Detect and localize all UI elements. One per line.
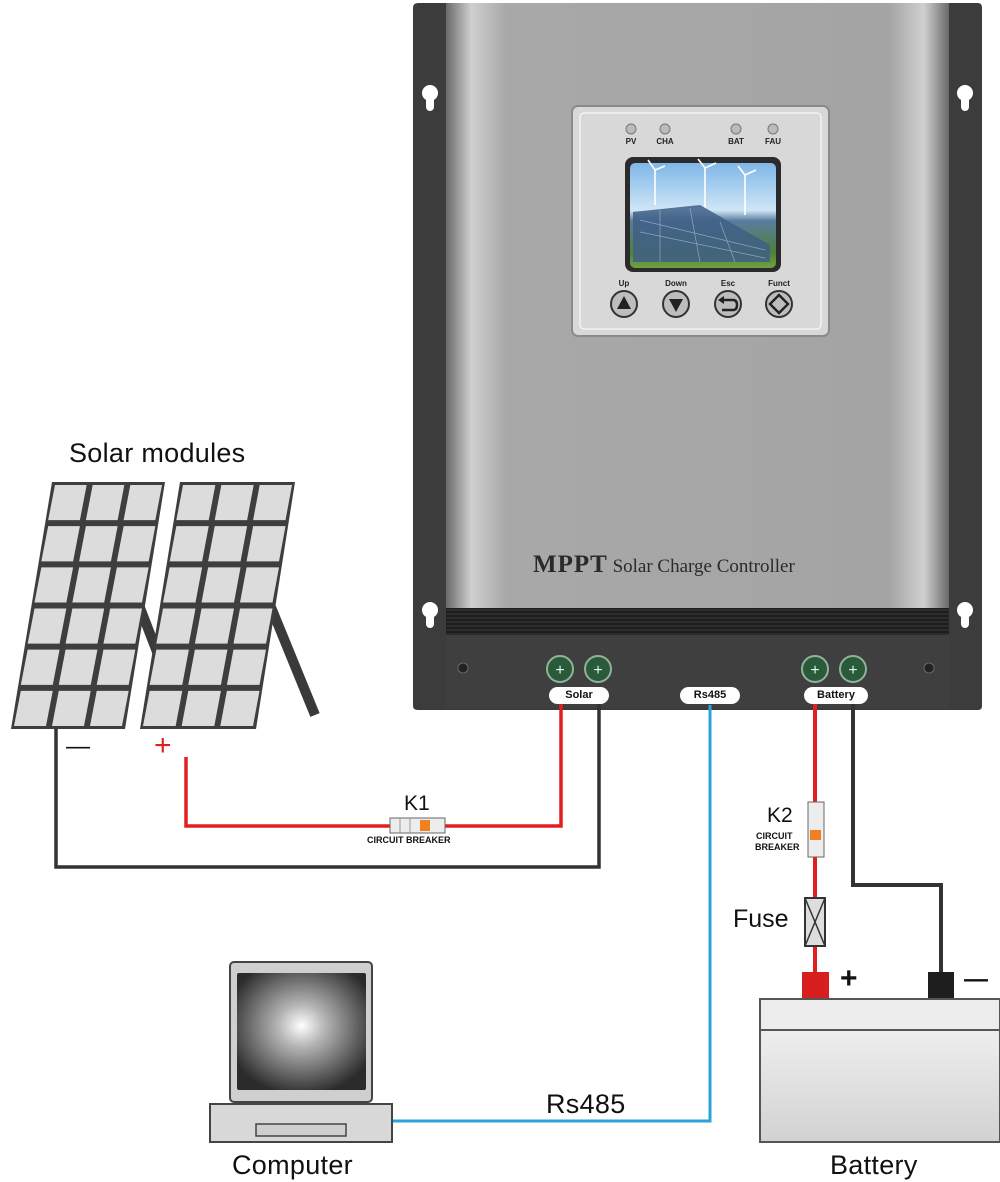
solar-cell bbox=[116, 526, 156, 562]
solar-cell bbox=[220, 690, 260, 726]
svg-text:+: + bbox=[848, 662, 857, 679]
solar-cell bbox=[41, 526, 80, 562]
solar-cell bbox=[65, 608, 105, 644]
led-pv bbox=[625, 123, 637, 135]
solar-cell bbox=[169, 526, 209, 562]
button-label-esc: Esc bbox=[720, 279, 736, 288]
rs485-wire bbox=[393, 705, 712, 1123]
led-label-bat: BAT bbox=[728, 137, 744, 146]
solar-cell bbox=[163, 567, 203, 603]
solar-cell bbox=[201, 567, 241, 603]
down-button[interactable] bbox=[662, 290, 690, 318]
solar-modules-title: Solar modules bbox=[69, 438, 246, 468]
terminal-label-battery: Battery bbox=[804, 687, 868, 704]
solar-cell bbox=[72, 567, 111, 603]
solar-cell bbox=[246, 526, 286, 562]
k1-sublabel: CIRCUIT BREAKER bbox=[367, 835, 451, 845]
solar-cell bbox=[27, 608, 67, 644]
k2-label: K2 bbox=[767, 804, 793, 827]
solar-cell bbox=[214, 485, 254, 521]
solar-cell bbox=[143, 690, 183, 726]
screw-left bbox=[457, 662, 469, 674]
solar-panel-left bbox=[11, 482, 165, 729]
solar-cell bbox=[181, 690, 221, 726]
solar-panel-right bbox=[140, 482, 295, 729]
fuse-label: Fuse bbox=[733, 905, 789, 933]
battery-icon bbox=[759, 972, 1000, 1143]
solar-cell bbox=[188, 649, 228, 685]
battery-plus-sign: + bbox=[840, 962, 858, 995]
rs485-link-label: Rs485 bbox=[546, 1089, 626, 1119]
solar-positive-wire bbox=[184, 700, 563, 828]
charge-controller: + + + + bbox=[413, 3, 982, 710]
vent-grill bbox=[446, 608, 949, 635]
led-label-fau: FAU bbox=[765, 137, 781, 146]
up-button[interactable] bbox=[610, 290, 638, 318]
svg-text:+: + bbox=[810, 662, 819, 679]
button-label-down: Down bbox=[665, 279, 687, 288]
battery-label: Battery bbox=[830, 1150, 918, 1180]
k2-sublabel-1: CIRCUIT bbox=[756, 831, 793, 841]
solar-cell bbox=[103, 608, 142, 644]
solar-cell bbox=[90, 690, 129, 726]
solar-cell bbox=[156, 608, 196, 644]
k1-label: K1 bbox=[404, 792, 430, 815]
computer-icon bbox=[209, 961, 393, 1143]
battery-minus-sign: — bbox=[964, 966, 988, 993]
solar-cell bbox=[58, 649, 98, 685]
k2-sublabel-2: BREAKER bbox=[755, 842, 800, 852]
svg-text:+: + bbox=[593, 662, 602, 679]
led-label-cha: CHA bbox=[656, 137, 674, 146]
battery-negative-wire bbox=[851, 700, 943, 975]
terminal-label-rs485: Rs485 bbox=[680, 687, 740, 704]
solar-cell bbox=[176, 485, 216, 521]
solar-cell bbox=[233, 608, 273, 644]
solar-cell bbox=[14, 690, 53, 726]
terminal-label-solar: Solar bbox=[549, 687, 609, 704]
led-fau bbox=[767, 123, 779, 135]
solar-cell bbox=[48, 485, 87, 521]
solar-cell bbox=[240, 567, 279, 603]
fuse-icon bbox=[804, 897, 826, 947]
k1-circuit-breaker bbox=[389, 817, 446, 834]
led-label-pv: PV bbox=[625, 137, 637, 146]
funct-button[interactable] bbox=[765, 290, 793, 318]
solar-cell bbox=[208, 526, 248, 562]
solar-cell bbox=[253, 485, 292, 521]
solar-cell bbox=[110, 567, 149, 603]
mount-hole-bl bbox=[422, 602, 438, 628]
solar-cell bbox=[194, 608, 234, 644]
svg-text:+: + bbox=[555, 662, 564, 679]
button-label-funct: Funct bbox=[768, 279, 790, 288]
solar-plus-sign: + bbox=[154, 729, 172, 762]
screw-right bbox=[923, 662, 935, 674]
led-cha bbox=[659, 123, 671, 135]
solar-terminals: + + bbox=[546, 655, 612, 683]
solar-cell bbox=[123, 485, 162, 521]
solar-cell bbox=[34, 567, 74, 603]
solar-cell bbox=[20, 649, 60, 685]
screen-picture bbox=[647, 158, 757, 215]
mount-hole-tr bbox=[957, 85, 973, 111]
solar-cell bbox=[52, 690, 91, 726]
k2-circuit-breaker bbox=[807, 801, 825, 858]
solar-cell bbox=[149, 649, 189, 685]
solar-minus-sign: — bbox=[66, 733, 90, 760]
solar-cell bbox=[226, 649, 266, 685]
solar-negative-wire bbox=[54, 700, 601, 869]
panel-stand bbox=[261, 593, 320, 717]
brand-title: MPPT Solar Charge Controller bbox=[533, 551, 795, 578]
solar-cell bbox=[85, 485, 125, 521]
solar-cell bbox=[96, 649, 136, 685]
esc-button[interactable] bbox=[714, 290, 742, 318]
mount-hole-br bbox=[957, 602, 973, 628]
button-label-up: Up bbox=[618, 279, 630, 288]
led-bat bbox=[730, 123, 742, 135]
computer-label: Computer bbox=[232, 1150, 353, 1180]
mount-hole-tl bbox=[422, 85, 438, 111]
battery-terminals: + + bbox=[801, 655, 867, 683]
solar-modules bbox=[11, 482, 320, 729]
solar-cell bbox=[79, 526, 118, 562]
